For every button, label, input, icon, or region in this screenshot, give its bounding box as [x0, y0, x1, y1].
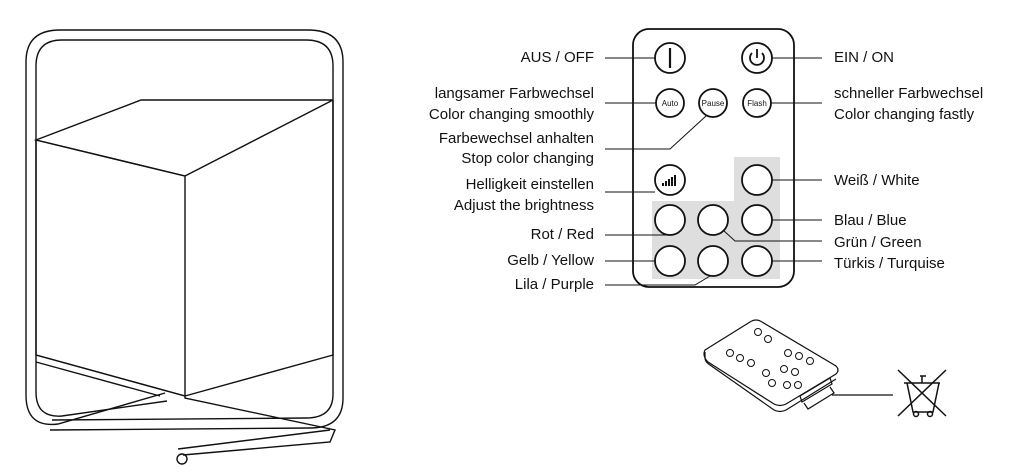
flash-button-label: Flash	[747, 99, 767, 108]
label-turquoise: Türkis / Turquise	[834, 255, 945, 272]
red-button	[654, 204, 686, 236]
lamp-frame-inner	[35, 39, 334, 421]
label-red: Rot / Red	[530, 226, 594, 243]
label-on: EIN / ON	[834, 49, 895, 66]
remote-body	[632, 28, 795, 288]
green-button	[697, 204, 729, 236]
label-purple: Lila / Purple	[514, 276, 594, 293]
purple-button	[697, 245, 729, 277]
lamp-frame-outer	[25, 29, 344, 431]
label-bright-de: Helligkeit einstellen	[465, 176, 594, 193]
blue-button	[741, 204, 773, 236]
auto-button-label: Auto	[662, 99, 679, 108]
label-slow-en: Color changing smoothly	[428, 106, 594, 123]
power-on-icon	[749, 49, 765, 66]
callout-lines	[605, 57, 822, 286]
pause-button	[698, 88, 728, 118]
label-stop-en: Stop color changing	[461, 150, 594, 167]
yellow-button	[654, 245, 686, 277]
label-blue: Blau / Blue	[834, 212, 907, 229]
white-button	[741, 164, 773, 196]
lamp-cable-end	[176, 453, 188, 465]
brightness-bars-icon	[662, 175, 676, 186]
crossed-out-bin-icon	[897, 369, 947, 418]
lamp-illustration	[25, 29, 344, 465]
label-bright-en: Adjust the brightness	[453, 197, 594, 214]
lamp-cube-left	[35, 140, 186, 397]
remote-battery-illustration	[703, 319, 893, 413]
lamp-cable	[182, 396, 336, 456]
lamp-cube-right	[184, 100, 334, 397]
lamp-cube-top-edge	[35, 139, 186, 177]
label-green: Grün / Green	[834, 234, 922, 251]
turquoise-button	[741, 245, 773, 277]
lamp-cube-top	[33, 99, 334, 177]
battery-tray	[799, 377, 833, 403]
label-white: Weiß / White	[834, 172, 920, 189]
label-fast-de: schneller Farbwechsel	[834, 85, 984, 102]
label-yellow: Gelb / Yellow	[507, 252, 594, 269]
label-off: AUS / OFF	[520, 49, 594, 66]
remote-control: Auto Pause Flash	[632, 28, 795, 288]
pause-button-label: Pause	[702, 99, 725, 108]
label-stop-de: Farbewechsel anhalten	[438, 130, 594, 147]
label-slow-de: langsamer Farbwechsel	[434, 85, 594, 102]
label-fast-en: Color changing fastly	[834, 106, 975, 123]
